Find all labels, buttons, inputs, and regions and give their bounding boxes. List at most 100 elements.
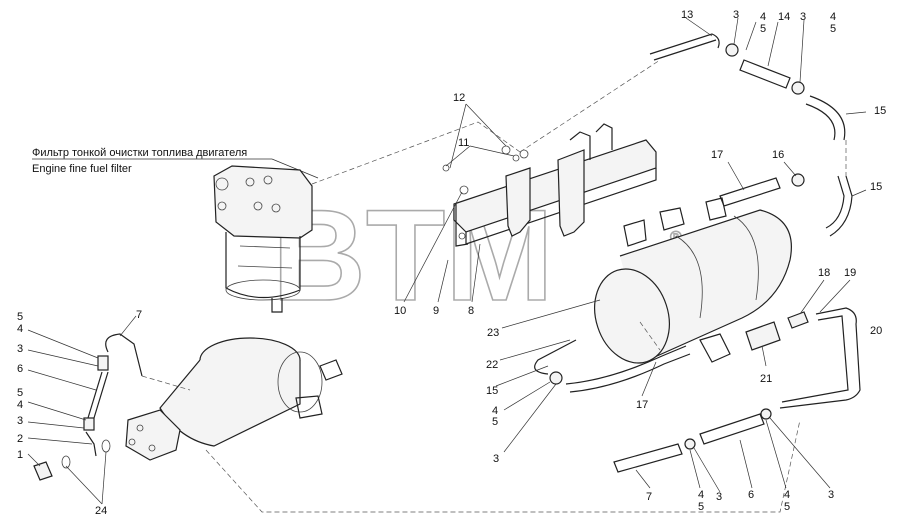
caption-ru: Фильтр тонкой очистки топлива двигателя: [32, 147, 247, 159]
leader-11b: [469, 145, 515, 157]
washer-24b: [101, 439, 111, 453]
leader-10: [403, 191, 463, 303]
callout-3: 3: [716, 491, 722, 503]
engine-fine-fuel-filter-caption: Фильтр тонкой очистки топлива двигателя …: [32, 147, 319, 179]
washer-24a: [61, 455, 71, 469]
bracket-bolt-hole: [458, 232, 466, 240]
bracket-tab-2: [595, 123, 613, 150]
callout-labels: 13 3 4 5 14 3 4 5 15 15 12 11 17 16 10 9…: [17, 9, 886, 517]
pipe-20-edge: [781, 315, 849, 403]
hose-14: [739, 59, 791, 89]
washer-10: [459, 185, 469, 195]
leader-3b: [799, 19, 805, 83]
tank-strap-2: [733, 215, 759, 301]
callout-15: 15: [486, 385, 498, 397]
callout-22: 22: [486, 359, 498, 371]
leader-13: [685, 17, 713, 37]
leader-6b: [739, 439, 753, 489]
callout-3: 3: [493, 453, 499, 465]
callout-17: 17: [636, 399, 648, 411]
engine-pump-unit: [125, 337, 343, 461]
caption-leader: [271, 158, 319, 179]
clamp-3-mid: [549, 371, 563, 385]
filter-bolt-1: [245, 177, 255, 187]
leader-4a: [745, 21, 757, 51]
hose-15-lower-edge: [825, 175, 845, 229]
callout-6: 6: [17, 363, 23, 375]
callout-5: 5: [784, 501, 790, 513]
callout-7: 7: [136, 309, 142, 321]
leader-21: [761, 345, 767, 367]
callout-14: 14: [778, 11, 790, 23]
leader-24a: [65, 465, 103, 505]
bracket-end-plate: [455, 204, 469, 247]
filter-drain-plug: [271, 298, 283, 313]
leader-15b: [851, 189, 867, 197]
filter-bolt-4: [271, 203, 281, 213]
dash-pipe7-to-pump: [141, 375, 191, 391]
leader-3a: [733, 17, 739, 45]
leader-4c: [503, 381, 551, 411]
pump-gear-head: [125, 409, 181, 461]
hose-17-upper: [719, 177, 781, 207]
callout-3: 3: [733, 9, 739, 21]
callout-1: 1: [17, 449, 23, 461]
leader-5e: [27, 401, 87, 421]
dash-bottom-loop: [205, 419, 801, 513]
filter-mount-hole-2: [217, 201, 227, 211]
leader-17b: [641, 361, 657, 397]
leader-12a: [449, 103, 467, 169]
tank-fitting-top: [659, 207, 685, 231]
leader-16: [783, 161, 797, 177]
clamp-3-lower-a: [684, 438, 696, 450]
hose-15-upper: [809, 95, 846, 141]
banjo-bolt-1: [33, 461, 53, 481]
callout-18: 18: [818, 267, 830, 279]
callout-3: 3: [17, 415, 23, 427]
callout-7: 7: [646, 491, 652, 503]
leader-15c: [495, 365, 549, 387]
caption-en: Engine fine fuel filter: [32, 163, 132, 175]
pipe-13: [649, 33, 720, 55]
hose-17-lower-edge: [569, 353, 691, 393]
leader-3e: [27, 421, 85, 429]
leader-5d: [27, 329, 99, 359]
mounting-bracket: [442, 123, 657, 247]
callout-5: 5: [760, 23, 766, 35]
callout-19: 19: [844, 267, 856, 279]
tank-fitting-bottom: [699, 333, 731, 363]
leader-19: [819, 279, 851, 313]
callout-15: 15: [870, 181, 882, 193]
callout-24: 24: [95, 505, 107, 517]
washer-12b: [512, 154, 520, 162]
leader-7a: [119, 315, 137, 337]
callout-11: 11: [458, 137, 469, 149]
leader-18: [799, 279, 825, 315]
callout-5: 5: [830, 23, 836, 35]
pipe-20: [779, 307, 861, 409]
fuel-tank: [594, 197, 792, 364]
valve-21: [745, 321, 781, 351]
clamp-3-lower: [83, 417, 95, 431]
filter-bowl: [225, 232, 301, 299]
filter-bolt-3: [253, 201, 263, 211]
pump-bolt-1: [136, 424, 144, 432]
pipe-13-edge: [653, 39, 717, 61]
right-lines: [745, 307, 861, 409]
leader-3g: [769, 417, 831, 489]
union-2: [85, 431, 97, 457]
leader-24b: [101, 451, 107, 505]
tank-strap-1: [675, 235, 703, 319]
leader-15a: [845, 111, 867, 115]
left-fitting-stack: [33, 333, 143, 481]
leader-4g: [765, 419, 787, 489]
hose-15-lower: [829, 175, 853, 237]
hose-6-lower: [699, 413, 765, 445]
leader-3d: [27, 349, 99, 367]
filter-bolt-2: [263, 175, 273, 185]
leader-8: [471, 243, 481, 303]
leader-6a: [27, 369, 97, 391]
leader-3c: [503, 383, 557, 453]
